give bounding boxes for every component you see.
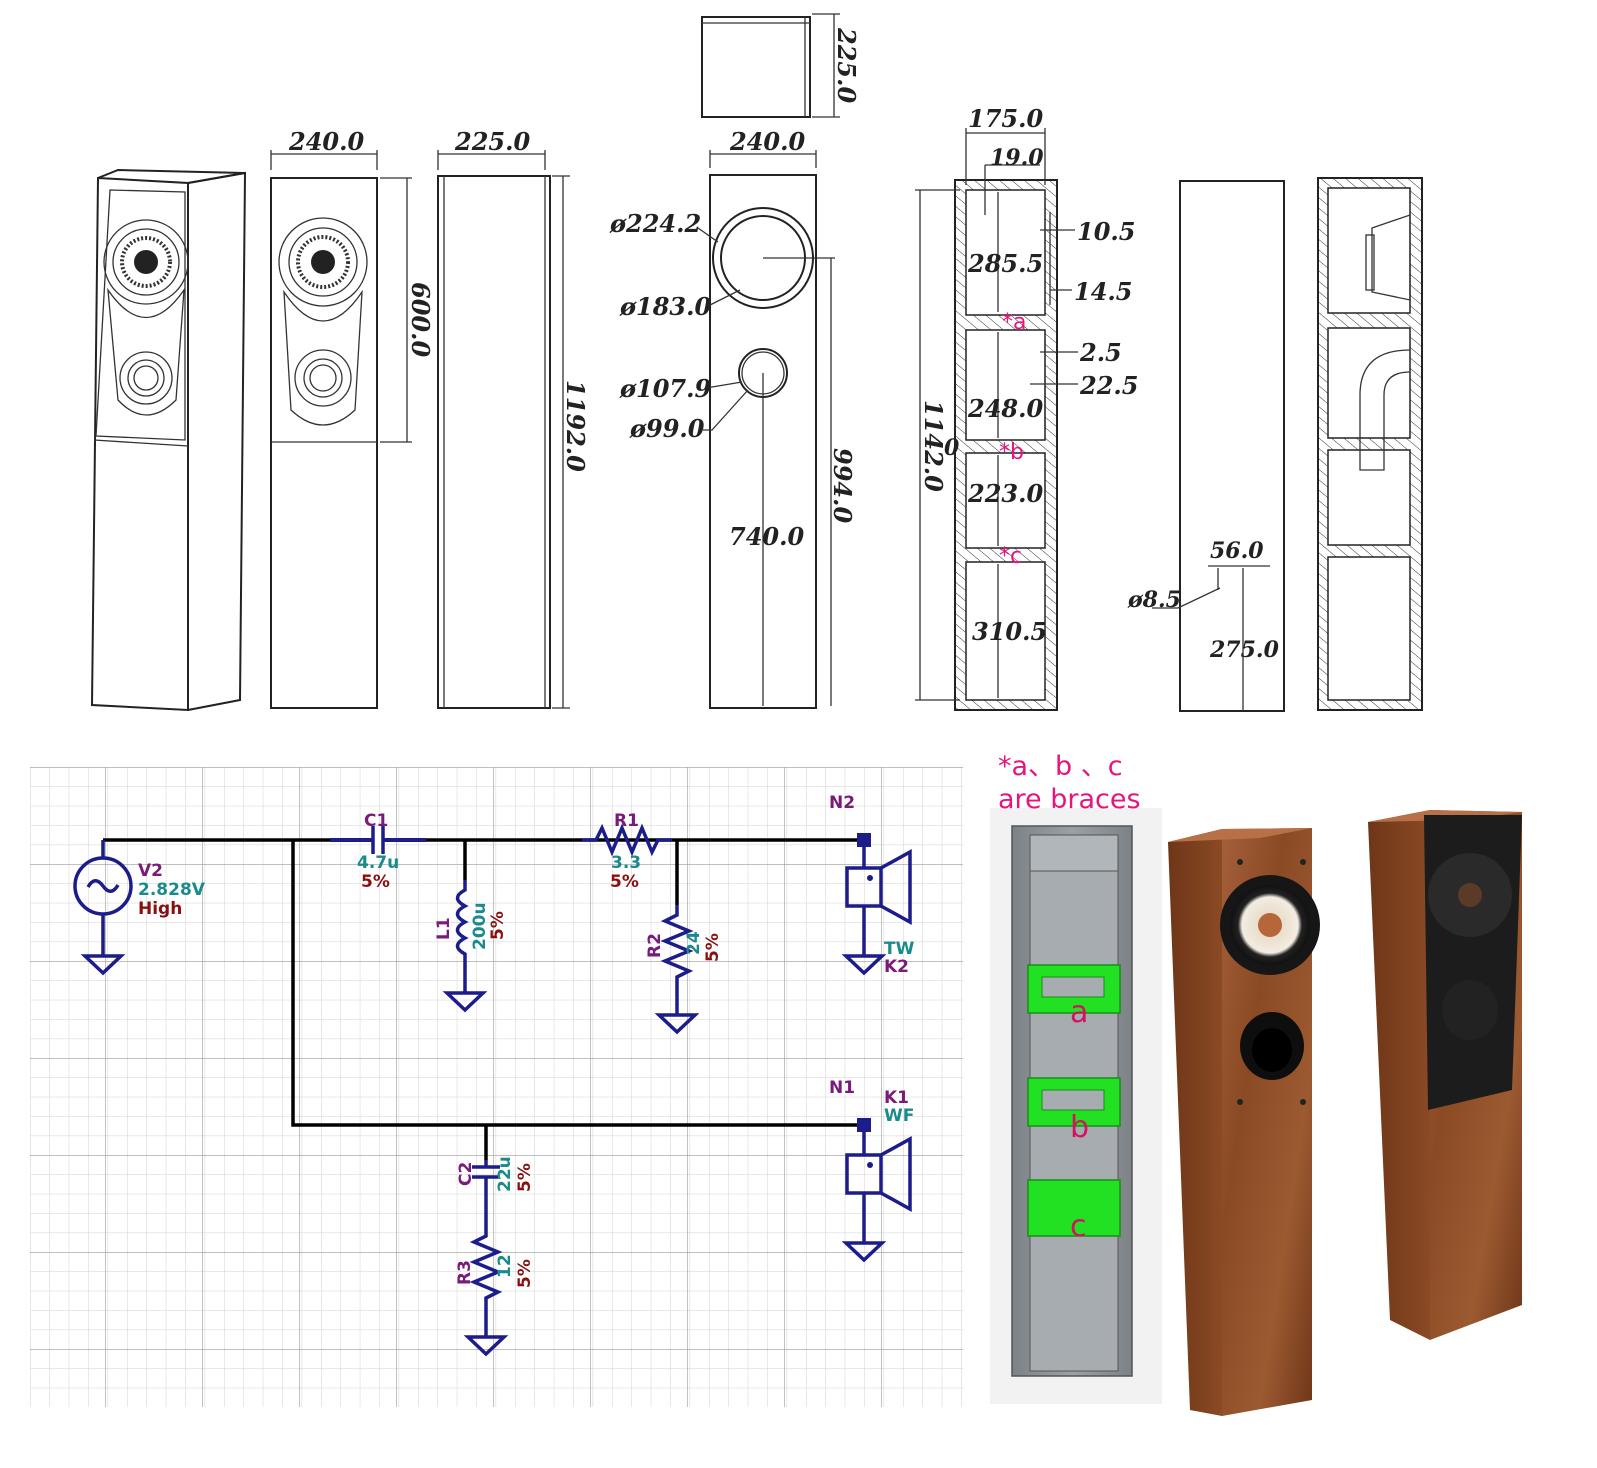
dim-dia-224: ø224.2 bbox=[609, 209, 701, 238]
brace-label-b: b bbox=[1070, 1110, 1089, 1145]
l1-value: 200u bbox=[470, 902, 490, 950]
dim-port-dia: ø8.5 bbox=[1127, 587, 1181, 613]
section-view: 175.0 19.0 10.5 14.5 2.5 22.5 285.5 248.… bbox=[915, 104, 1138, 711]
resistor-r1: R1 3.3 5% bbox=[582, 811, 672, 892]
l1-ref: L1 bbox=[434, 917, 454, 940]
dim-14-5: 14.5 bbox=[1074, 277, 1132, 306]
braces-note-line1: *a、b 、c bbox=[998, 751, 1123, 782]
c2-value: 22u bbox=[495, 1156, 515, 1192]
l1-tol: 5% bbox=[488, 911, 508, 940]
r1-tol: 5% bbox=[610, 872, 639, 892]
baffle-view: 240.0 994.0 740.0 ø224.2 ø183.0 ø107.9 ø… bbox=[609, 127, 857, 709]
capacitor-c2: C2 22u 5% bbox=[456, 1156, 535, 1228]
brace-label-a: a bbox=[1070, 995, 1088, 1030]
c1-ref: C1 bbox=[364, 811, 388, 831]
dim-inner-175: 175.0 bbox=[968, 104, 1043, 133]
top-view: 225.0 bbox=[701, 13, 861, 118]
dim-dia-107: ø107.9 bbox=[619, 374, 711, 403]
r3-tol: 5% bbox=[515, 1259, 535, 1288]
brace-marker-a: *a bbox=[1002, 310, 1026, 335]
r2-value: 24 bbox=[684, 931, 704, 955]
node-n2: N2 bbox=[829, 793, 855, 813]
dim-22-5: 22.5 bbox=[1079, 371, 1138, 400]
dim-port-56: 56.0 bbox=[1210, 538, 1264, 564]
tweeter-k2: N2 TW K2 bbox=[829, 793, 915, 977]
woofer-label-2: WF bbox=[884, 1106, 914, 1126]
node-n1: N1 bbox=[829, 1078, 855, 1098]
dim-dia-99: ø99.0 bbox=[629, 414, 705, 443]
dim-h-994: 994.0 bbox=[828, 448, 857, 523]
front-view: 240.0 600.0 bbox=[270, 127, 435, 709]
dim-h-740: 740.0 bbox=[729, 522, 804, 551]
dim-side-depth: 225.0 bbox=[454, 127, 530, 156]
tweeter-label-1: TW bbox=[884, 939, 915, 959]
tweeter-label-2: K2 bbox=[884, 957, 909, 977]
dim-top-depth: 225.0 bbox=[832, 27, 861, 103]
c1-value: 4.7u bbox=[357, 853, 399, 873]
dim-wall-19: 19.0 bbox=[990, 145, 1044, 171]
r1-value: 3.3 bbox=[611, 853, 641, 873]
c2-ref: C2 bbox=[456, 1162, 476, 1186]
speaker-photo-grille bbox=[1368, 810, 1522, 1340]
dim-port-275: 275.0 bbox=[1209, 637, 1280, 663]
r2-ref: R2 bbox=[645, 933, 665, 958]
c1-tol: 5% bbox=[361, 872, 390, 892]
resistor-r3: R3 12 5% bbox=[455, 1228, 535, 1357]
braces-note-line2: are braces bbox=[998, 784, 1141, 815]
dim-front-width: 240.0 bbox=[288, 127, 364, 156]
c2-tol: 5% bbox=[515, 1163, 535, 1192]
woofer-label-1: K1 bbox=[884, 1088, 909, 1108]
dim-chamber-223: 223.0 bbox=[967, 479, 1043, 508]
side-view: 225.0 1192.0 bbox=[437, 127, 590, 709]
crossover-schematic: V2 2.828V High C1 4.7u 5% R1 3.3 5% L1 2… bbox=[30, 767, 963, 1407]
brace-label-c: c bbox=[1070, 1209, 1087, 1244]
r3-value: 12 bbox=[495, 1254, 515, 1278]
technical-drawings: 240.0 600.0 225.0 1192.0 bbox=[90, 13, 1423, 712]
brace-illustration: *a、b 、c are braces a b c bbox=[990, 751, 1162, 1404]
r1-ref: R1 bbox=[614, 811, 639, 831]
dim-10-5: 10.5 bbox=[1077, 217, 1135, 246]
inductor-l1: L1 200u 5% bbox=[434, 880, 508, 1013]
dim-2-5: 2.5 bbox=[1079, 338, 1122, 367]
v2-ref: V2 bbox=[138, 861, 163, 881]
dim-height-1192: 1192.0 bbox=[561, 380, 590, 472]
resistor-r2: R2 24 5% bbox=[645, 905, 723, 1035]
speaker-photo-front bbox=[1168, 828, 1320, 1416]
dim-height-600: 600.0 bbox=[406, 282, 435, 357]
brace-marker-b: *b bbox=[999, 440, 1024, 465]
capacitor-c1: C1 4.7u 5% bbox=[330, 811, 426, 892]
v2-extra: High bbox=[138, 899, 182, 919]
dim-chamber-285: 285.5 bbox=[967, 249, 1043, 278]
dim-chamber-310: 310.5 bbox=[972, 617, 1047, 646]
dim-baffle-width: 240.0 bbox=[729, 127, 805, 156]
dim-zero: 0 bbox=[944, 435, 960, 461]
dim-chamber-248: 248.0 bbox=[967, 394, 1043, 423]
v2-value: 2.828V bbox=[138, 880, 206, 900]
dim-height-1142: 1142.0 bbox=[919, 400, 948, 492]
brace-marker-c: *c bbox=[999, 544, 1022, 569]
r3-ref: R3 bbox=[455, 1260, 475, 1285]
r2-tol: 5% bbox=[703, 933, 723, 962]
woofer-k1: N1 K1 WF bbox=[829, 1078, 914, 1263]
dim-dia-183: ø183.0 bbox=[619, 292, 711, 321]
perspective-view bbox=[90, 168, 247, 712]
back-panel-view: 56.0 ø8.5 275.0 bbox=[1127, 180, 1285, 712]
driver-section-view bbox=[1317, 177, 1423, 711]
voltage-source-v2: V2 2.828V High bbox=[73, 840, 206, 976]
